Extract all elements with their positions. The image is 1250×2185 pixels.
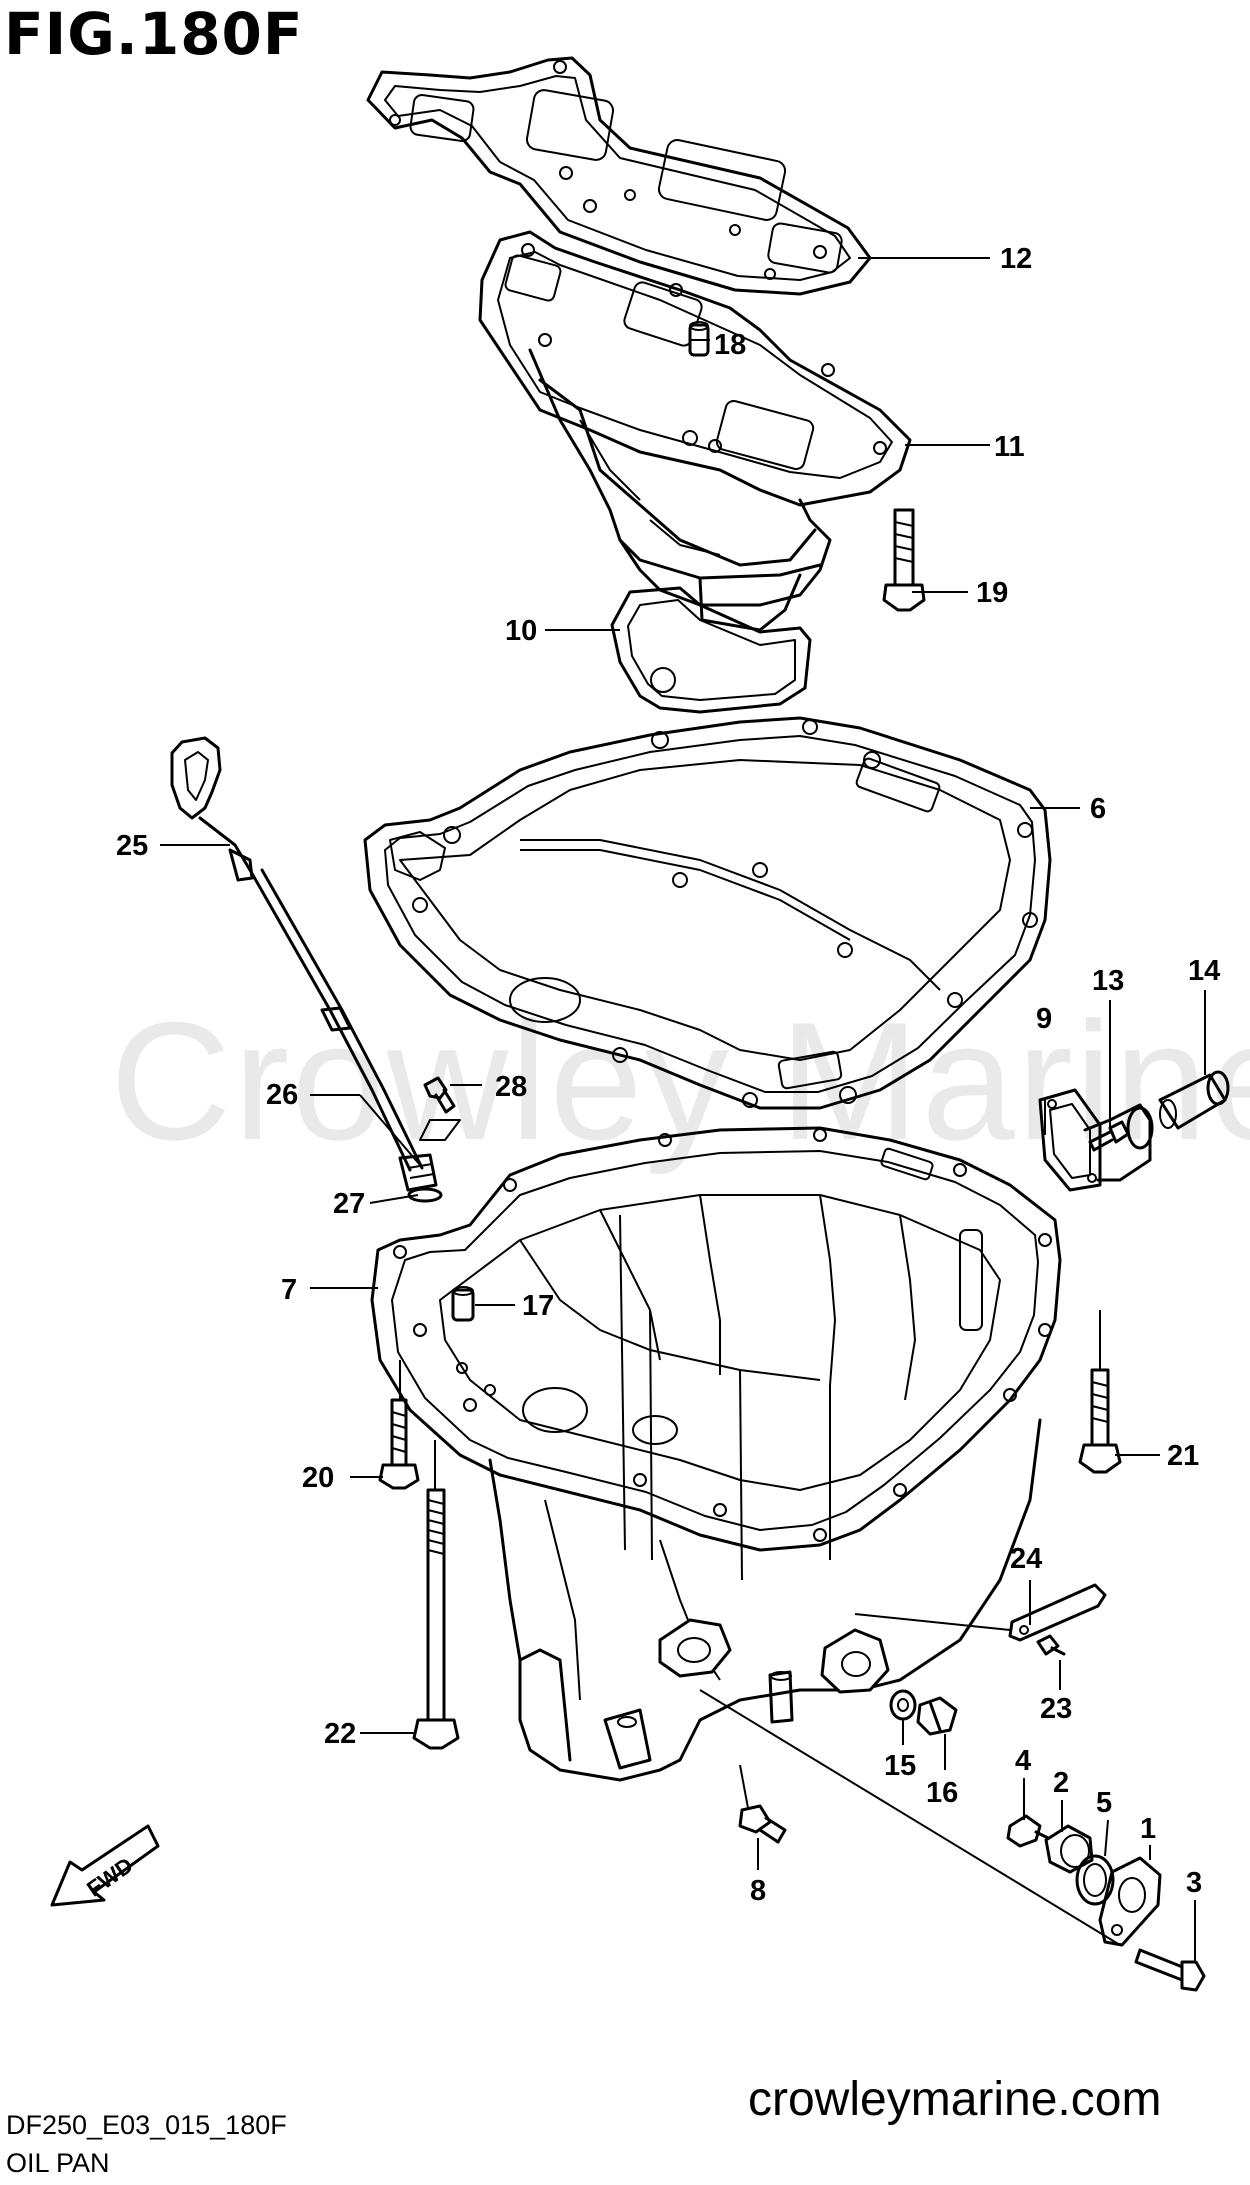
- part-8-fitting[interactable]: [738, 1804, 787, 1844]
- callout-11: 11: [994, 431, 1025, 463]
- callout-25: 25: [116, 830, 148, 862]
- callout-20: 20: [302, 1462, 334, 1494]
- part-12-gasket[interactable]: [366, 56, 872, 296]
- leader-lines: [160, 257, 1206, 1962]
- callout-28: 28: [495, 1071, 527, 1103]
- drawing-name: OIL PAN: [6, 2148, 110, 2178]
- part-11-strainer-housing[interactable]: [478, 230, 912, 632]
- callout-9: 9: [1036, 1003, 1052, 1035]
- part-22-stud-bolt[interactable]: [412, 1488, 460, 1750]
- part-14-sleeve[interactable]: [1158, 1070, 1230, 1130]
- callout-16: 16: [926, 1777, 958, 1809]
- part-19-bolt[interactable]: [882, 508, 926, 612]
- part-3-bolt[interactable]: [1134, 1948, 1206, 1992]
- fwd-arrow-icon: FWD: [50, 1824, 160, 1907]
- part-23-bolt[interactable]: [1036, 1634, 1066, 1656]
- callout-23: 23: [1040, 1693, 1072, 1725]
- part-2-cap[interactable]: [1044, 1824, 1094, 1874]
- callout-12: 12: [1000, 243, 1032, 275]
- callout-5: 5: [1096, 1787, 1112, 1819]
- callout-17: 17: [522, 1290, 554, 1322]
- callout-labels: 12 18 11 19 10 6 25 13 14 9 26 28 27 7 1…: [116, 243, 1220, 1907]
- callout-1: 1: [1140, 1813, 1156, 1845]
- part-10-strainer-gasket[interactable]: [610, 586, 812, 714]
- website-label: crowleymarine.com: [748, 2073, 1162, 2126]
- drawing-code: DF250_E03_015_180F: [6, 2110, 287, 2140]
- part-26-dipstick-tube[interactable]: [248, 868, 438, 1192]
- part-25-dipstick[interactable]: [170, 736, 254, 882]
- part-15-washer[interactable]: [889, 1689, 917, 1721]
- callout-21: 21: [1167, 1440, 1199, 1472]
- callout-7: 7: [281, 1274, 297, 1306]
- callout-13: 13: [1092, 965, 1124, 997]
- callout-24: 24: [1010, 1543, 1042, 1575]
- part-4-bolt[interactable]: [1006, 1814, 1050, 1848]
- callout-2: 2: [1053, 1767, 1069, 1799]
- callout-18: 18: [714, 329, 746, 361]
- part-7-oil-pan[interactable]: [370, 1126, 1062, 1782]
- callout-3: 3: [1186, 1867, 1202, 1899]
- figure-title: FIG.180F: [4, 0, 304, 68]
- callout-8: 8: [750, 1875, 766, 1907]
- callout-26: 26: [266, 1079, 298, 1111]
- callout-15: 15: [884, 1750, 916, 1782]
- callout-14: 14: [1188, 955, 1220, 987]
- part-6-oil-pan-gasket[interactable]: [363, 716, 1052, 1110]
- part-1-flange[interactable]: [1098, 1856, 1162, 1947]
- callout-4: 4: [1015, 1745, 1031, 1777]
- callout-19: 19: [976, 577, 1008, 609]
- callout-22: 22: [324, 1718, 356, 1750]
- part-13-bolt[interactable]: [1088, 1120, 1130, 1152]
- part-24-bracket[interactable]: [1008, 1583, 1107, 1642]
- callout-10: 10: [505, 615, 537, 647]
- callout-27: 27: [333, 1188, 365, 1220]
- part-27-o-ring[interactable]: [407, 1187, 443, 1203]
- part-5-o-ring[interactable]: [1075, 1854, 1115, 1906]
- part-28-clamp-bolt[interactable]: [419, 1076, 461, 1141]
- part-21-bolt[interactable]: [1078, 1368, 1122, 1474]
- callout-6: 6: [1090, 793, 1106, 825]
- part-16-plug[interactable]: [916, 1696, 958, 1736]
